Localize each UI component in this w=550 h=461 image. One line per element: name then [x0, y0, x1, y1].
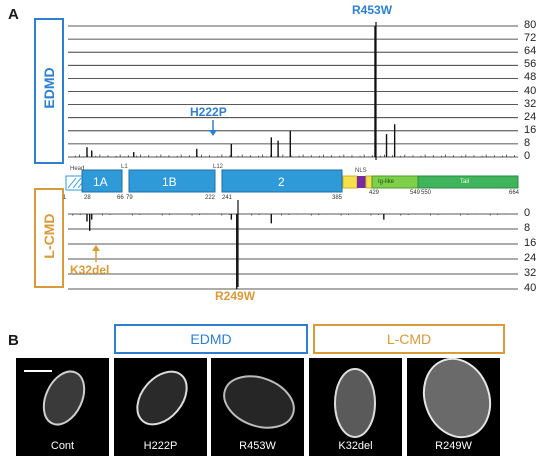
lcmd-axis-tick: 24	[524, 252, 537, 264]
edmd-axis-tick: 64	[524, 45, 537, 58]
protein-schematic	[65, 169, 519, 193]
r453w-label: R453W	[352, 3, 393, 17]
nls-box	[357, 176, 366, 188]
edmd-gridlines	[68, 25, 518, 158]
pos-429: 429	[369, 190, 380, 196]
h222p-arrow	[209, 120, 217, 136]
edmd-axis-tick: 48	[524, 71, 537, 84]
panel-b-letter: B	[8, 332, 19, 349]
pos-66: 66	[117, 195, 124, 201]
edmd-cells-header: EDMD	[114, 324, 308, 354]
panel-a-letter: A	[8, 6, 19, 23]
pos-664: 664	[509, 190, 520, 196]
edmd-axis-tick: 8	[524, 136, 531, 149]
lcmd-cells-header: L-CMD	[313, 324, 505, 354]
cell-caption-k32del: K32del	[338, 440, 373, 452]
k32del-label: K32del	[70, 263, 110, 277]
lcmd-axis-tick: 0	[524, 207, 531, 219]
pos-1: 1	[63, 195, 67, 201]
cell-image-r249w: R249W	[407, 357, 500, 456]
cell-image-k32del: K32del	[309, 358, 402, 456]
pos-385: 385	[332, 195, 343, 201]
lcmd-group-box: L-CMD	[34, 188, 64, 288]
edmd-axis-tick: 40	[524, 84, 537, 97]
domain-1a-label: 1A	[93, 175, 108, 189]
edmd-axis-tick: 80	[524, 19, 537, 31]
nls-label: NLS	[355, 168, 367, 174]
lamin-mutation-chart	[65, 22, 519, 290]
l12-label: L12	[213, 164, 224, 170]
pos-550: 550	[421, 190, 432, 196]
cell-caption-r249w: R249W	[435, 440, 472, 452]
cell-caption-cont: Cont	[50, 440, 75, 452]
edmd-axis-tick: 72	[524, 32, 537, 45]
k32del-arrow	[92, 245, 100, 262]
lcmd-gridlines	[68, 213, 518, 290]
r249w-label: R249W	[215, 289, 256, 303]
pos-28: 28	[84, 195, 91, 201]
cell-caption-h222p: H222P	[143, 440, 178, 452]
edmd-axis-tick: 0	[524, 150, 531, 162]
edmd-axis-tick: 24	[524, 110, 537, 123]
domain-1b	[128, 169, 216, 193]
pos-79: 79	[126, 195, 133, 201]
edmd-axis-tick: 32	[524, 97, 537, 110]
lcmd-axis-tick: 32	[524, 267, 537, 279]
domain-2-label: 2	[278, 175, 285, 189]
linker-yellow	[342, 175, 358, 189]
pos-222: 222	[205, 195, 216, 201]
iglike-label: Ig-like	[378, 179, 395, 185]
pos-241: 241	[222, 195, 233, 201]
pos-549: 549	[410, 190, 421, 196]
cell-image-h222p: H222P	[114, 358, 207, 456]
edmd-axis-tick: 16	[524, 123, 537, 136]
tail-label: Tail	[460, 179, 470, 185]
lcmd-bars	[72, 214, 506, 289]
lcmd-axis-tick: 40	[524, 282, 537, 294]
cell-image-r453w: R453W	[211, 358, 304, 456]
tail-domain	[417, 175, 519, 189]
edmd-group-box: EDMD	[34, 18, 64, 164]
h222p-label: H222P	[190, 105, 227, 119]
edmd-axis-tick: 56	[524, 58, 537, 71]
l1-label: L1	[121, 164, 128, 170]
head-label: Head	[70, 166, 85, 172]
lcmd-axis-tick: 8	[524, 222, 531, 234]
cell-image-cont: Cont	[16, 358, 109, 456]
domain-1a	[81, 169, 123, 193]
lcmd-axis-tick: 16	[524, 237, 537, 249]
edmd-bars	[75, 26, 516, 157]
cell-caption-r453w: R453W	[239, 440, 276, 452]
domain-2	[221, 169, 343, 193]
domain-1b-label: 1B	[162, 175, 177, 189]
